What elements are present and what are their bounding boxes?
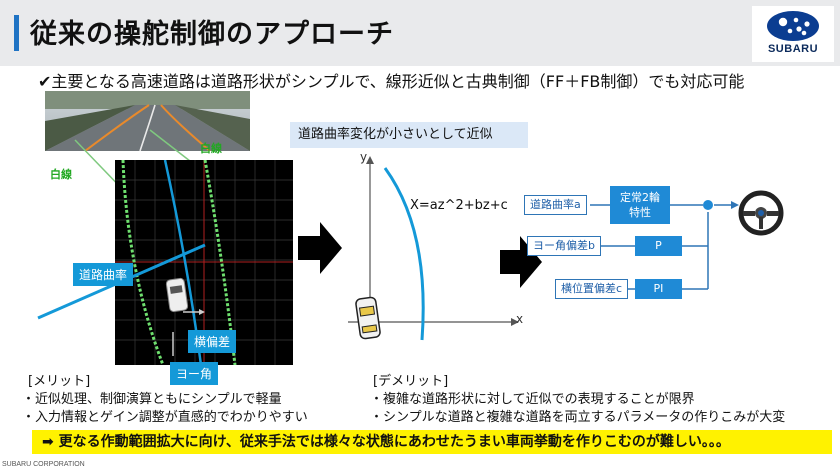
footer-company: SUBARU CORPORATION — [2, 461, 85, 468]
demerits-heading: [デメリット] — [373, 374, 449, 389]
feedforward-line2: 特性 — [629, 206, 651, 219]
input-curvature-a: 道路曲率a — [524, 195, 587, 215]
axis-x-label: x — [516, 312, 524, 326]
yaw-label: ヨー角 — [170, 362, 219, 385]
title-bar: 従来の操舵制御のアプローチ SUBARU — [0, 0, 840, 66]
merit-item: ・近似処理、制御演算ともにシンプルで軽量 — [22, 392, 282, 407]
lane-label-right: 白線 — [200, 142, 222, 155]
pi-controller-block: PI — [635, 279, 682, 299]
demerit-item: ・シンプルな道路と複雑な道路を両立するパラメータの作りこみが大変 — [370, 410, 786, 425]
p-controller-block: P — [635, 236, 682, 256]
conclusion-banner: ➡ 更なる作動範囲拡大に向け、従来手法では様々な状態にあわせたうまい車両挙動を作… — [32, 430, 832, 454]
approximation-callout: 道路曲率変化が小さいとして近似 — [290, 122, 528, 148]
approximation-plot — [348, 156, 519, 341]
lateral-offset-label: 横偏差 — [188, 330, 237, 353]
title-accent-bar — [14, 15, 19, 51]
input-lateral-error-c: 横位置偏差c — [555, 279, 629, 299]
merits-heading: [メリット] — [28, 374, 91, 389]
feedforward-line1: 定常2輪 — [620, 191, 660, 204]
flow-arrow-icon — [500, 236, 542, 288]
road-photo — [45, 91, 250, 151]
flow-arrow-icon — [298, 222, 342, 274]
slide-title: 従来の操舵制御のアプローチ — [30, 19, 394, 50]
merit-item: ・入力情報とゲイン調整が直感的でわかりやすい — [22, 410, 308, 425]
demerit-item: ・複雑な道路形状に対して近似での表現することが限界 — [370, 392, 695, 407]
feedforward-block: 定常2輪 特性 — [610, 186, 670, 224]
quadratic-equation: X=az^2+bz+c — [410, 198, 508, 213]
lane-label-left: 白線 — [50, 168, 72, 181]
steering-wheel-icon — [738, 190, 784, 236]
subaru-logo: SUBARU — [752, 6, 834, 62]
curvature-label: 道路曲率 — [73, 263, 134, 286]
pleiades-star-icon — [767, 11, 819, 41]
logo-wordmark: SUBARU — [767, 43, 819, 55]
main-point: ✔主要となる高速道路は道路形状がシンプルで、線形近似と古典制御（FF＋FB制御）… — [38, 72, 745, 91]
input-yaw-error-b: ヨー角偏差b — [527, 236, 601, 256]
axis-y-label: y — [360, 150, 368, 164]
